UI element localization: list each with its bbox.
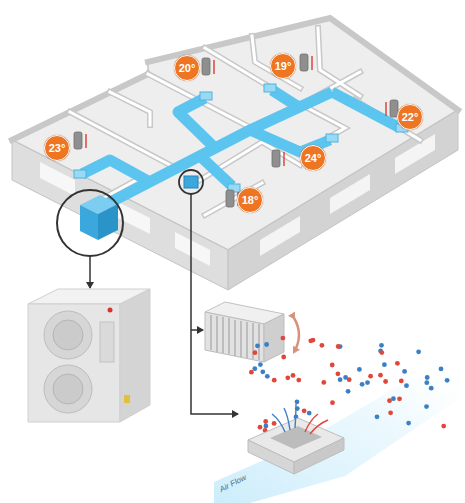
- air-particle: [388, 410, 393, 415]
- air-particle: [311, 338, 316, 343]
- temperature-badge: 19°: [270, 53, 296, 79]
- diffuser: [248, 404, 344, 474]
- duct-network: [82, 90, 400, 205]
- air-particle: [378, 373, 383, 378]
- air-handler: [57, 190, 123, 256]
- air-particle: [336, 344, 341, 349]
- air-particle: [416, 349, 421, 354]
- air-particle: [264, 342, 269, 347]
- leader-arrow: [191, 329, 203, 331]
- air-particle: [295, 399, 300, 404]
- air-particle: [291, 373, 296, 378]
- air-particle: [424, 404, 429, 409]
- air-particle: [281, 336, 286, 341]
- air-particle: [320, 343, 325, 348]
- air-particle: [264, 424, 269, 429]
- air-particle: [338, 377, 343, 382]
- temperature-value: 19°: [275, 61, 292, 72]
- air-particle: [379, 350, 384, 355]
- building: [12, 18, 458, 290]
- flow-label: Air Flow: [218, 473, 248, 494]
- air-particle: [272, 421, 277, 426]
- air-particle: [445, 378, 450, 383]
- air-particle: [307, 411, 312, 416]
- air-particle: [258, 362, 263, 367]
- air-particle: [383, 379, 388, 384]
- air-particle: [402, 369, 407, 374]
- temperature-badge: 18°: [237, 187, 263, 213]
- air-particle: [439, 367, 444, 372]
- air-particle: [258, 425, 263, 430]
- temperature-value: 18°: [242, 195, 259, 206]
- air-particle: [265, 374, 270, 379]
- air-particle: [368, 374, 373, 379]
- air-particles: [249, 336, 450, 433]
- air-particle: [365, 380, 370, 385]
- air-particle: [330, 400, 335, 405]
- air-particle: [253, 350, 258, 355]
- air-particle: [285, 375, 290, 380]
- outdoor-unit: [28, 289, 150, 422]
- zone-control: [179, 170, 203, 194]
- air-particle: [425, 375, 430, 380]
- air-particle: [321, 380, 326, 385]
- air-particle: [296, 378, 301, 383]
- air-particle: [255, 343, 260, 348]
- air-particle: [397, 396, 402, 401]
- air-particle: [441, 424, 446, 429]
- air-particle: [346, 389, 351, 394]
- air-particle: [302, 408, 307, 413]
- thermostat: [74, 54, 398, 207]
- air-particle: [395, 361, 400, 366]
- air-particle: [263, 419, 268, 424]
- temperature-value: 24°: [305, 153, 322, 164]
- temperature-badge: 23°: [44, 135, 70, 161]
- temperature-value: 22°: [402, 112, 419, 123]
- thermometer: [86, 56, 386, 206]
- airflow-swoosh: [214, 350, 460, 503]
- air-particle: [281, 355, 286, 360]
- temperature-value: 23°: [49, 143, 66, 154]
- air-particle: [404, 383, 409, 388]
- air-particle: [360, 382, 365, 387]
- air-particle: [429, 386, 434, 391]
- air-particle: [382, 362, 387, 367]
- air-particle: [260, 369, 265, 374]
- temperature-value: 20°: [179, 63, 196, 74]
- air-particle: [375, 414, 380, 419]
- air-particle: [399, 379, 404, 384]
- air-particle: [379, 343, 384, 348]
- air-particle: [424, 380, 429, 385]
- air-particle: [406, 421, 411, 426]
- air-particle: [336, 371, 341, 376]
- temperature-badge: 22°: [397, 104, 423, 130]
- air-particle: [391, 396, 396, 401]
- air-particle: [272, 378, 277, 383]
- temperature-badge: 20°: [174, 55, 200, 81]
- temperature-badge: 24°: [300, 145, 326, 171]
- air-particle: [357, 367, 362, 372]
- air-particle: [330, 363, 335, 368]
- damper: [205, 302, 299, 362]
- air-particle: [249, 370, 254, 375]
- air-particle: [252, 366, 257, 371]
- leader-arrow: [89, 256, 91, 288]
- vent: [74, 84, 408, 192]
- air-particle: [343, 375, 348, 380]
